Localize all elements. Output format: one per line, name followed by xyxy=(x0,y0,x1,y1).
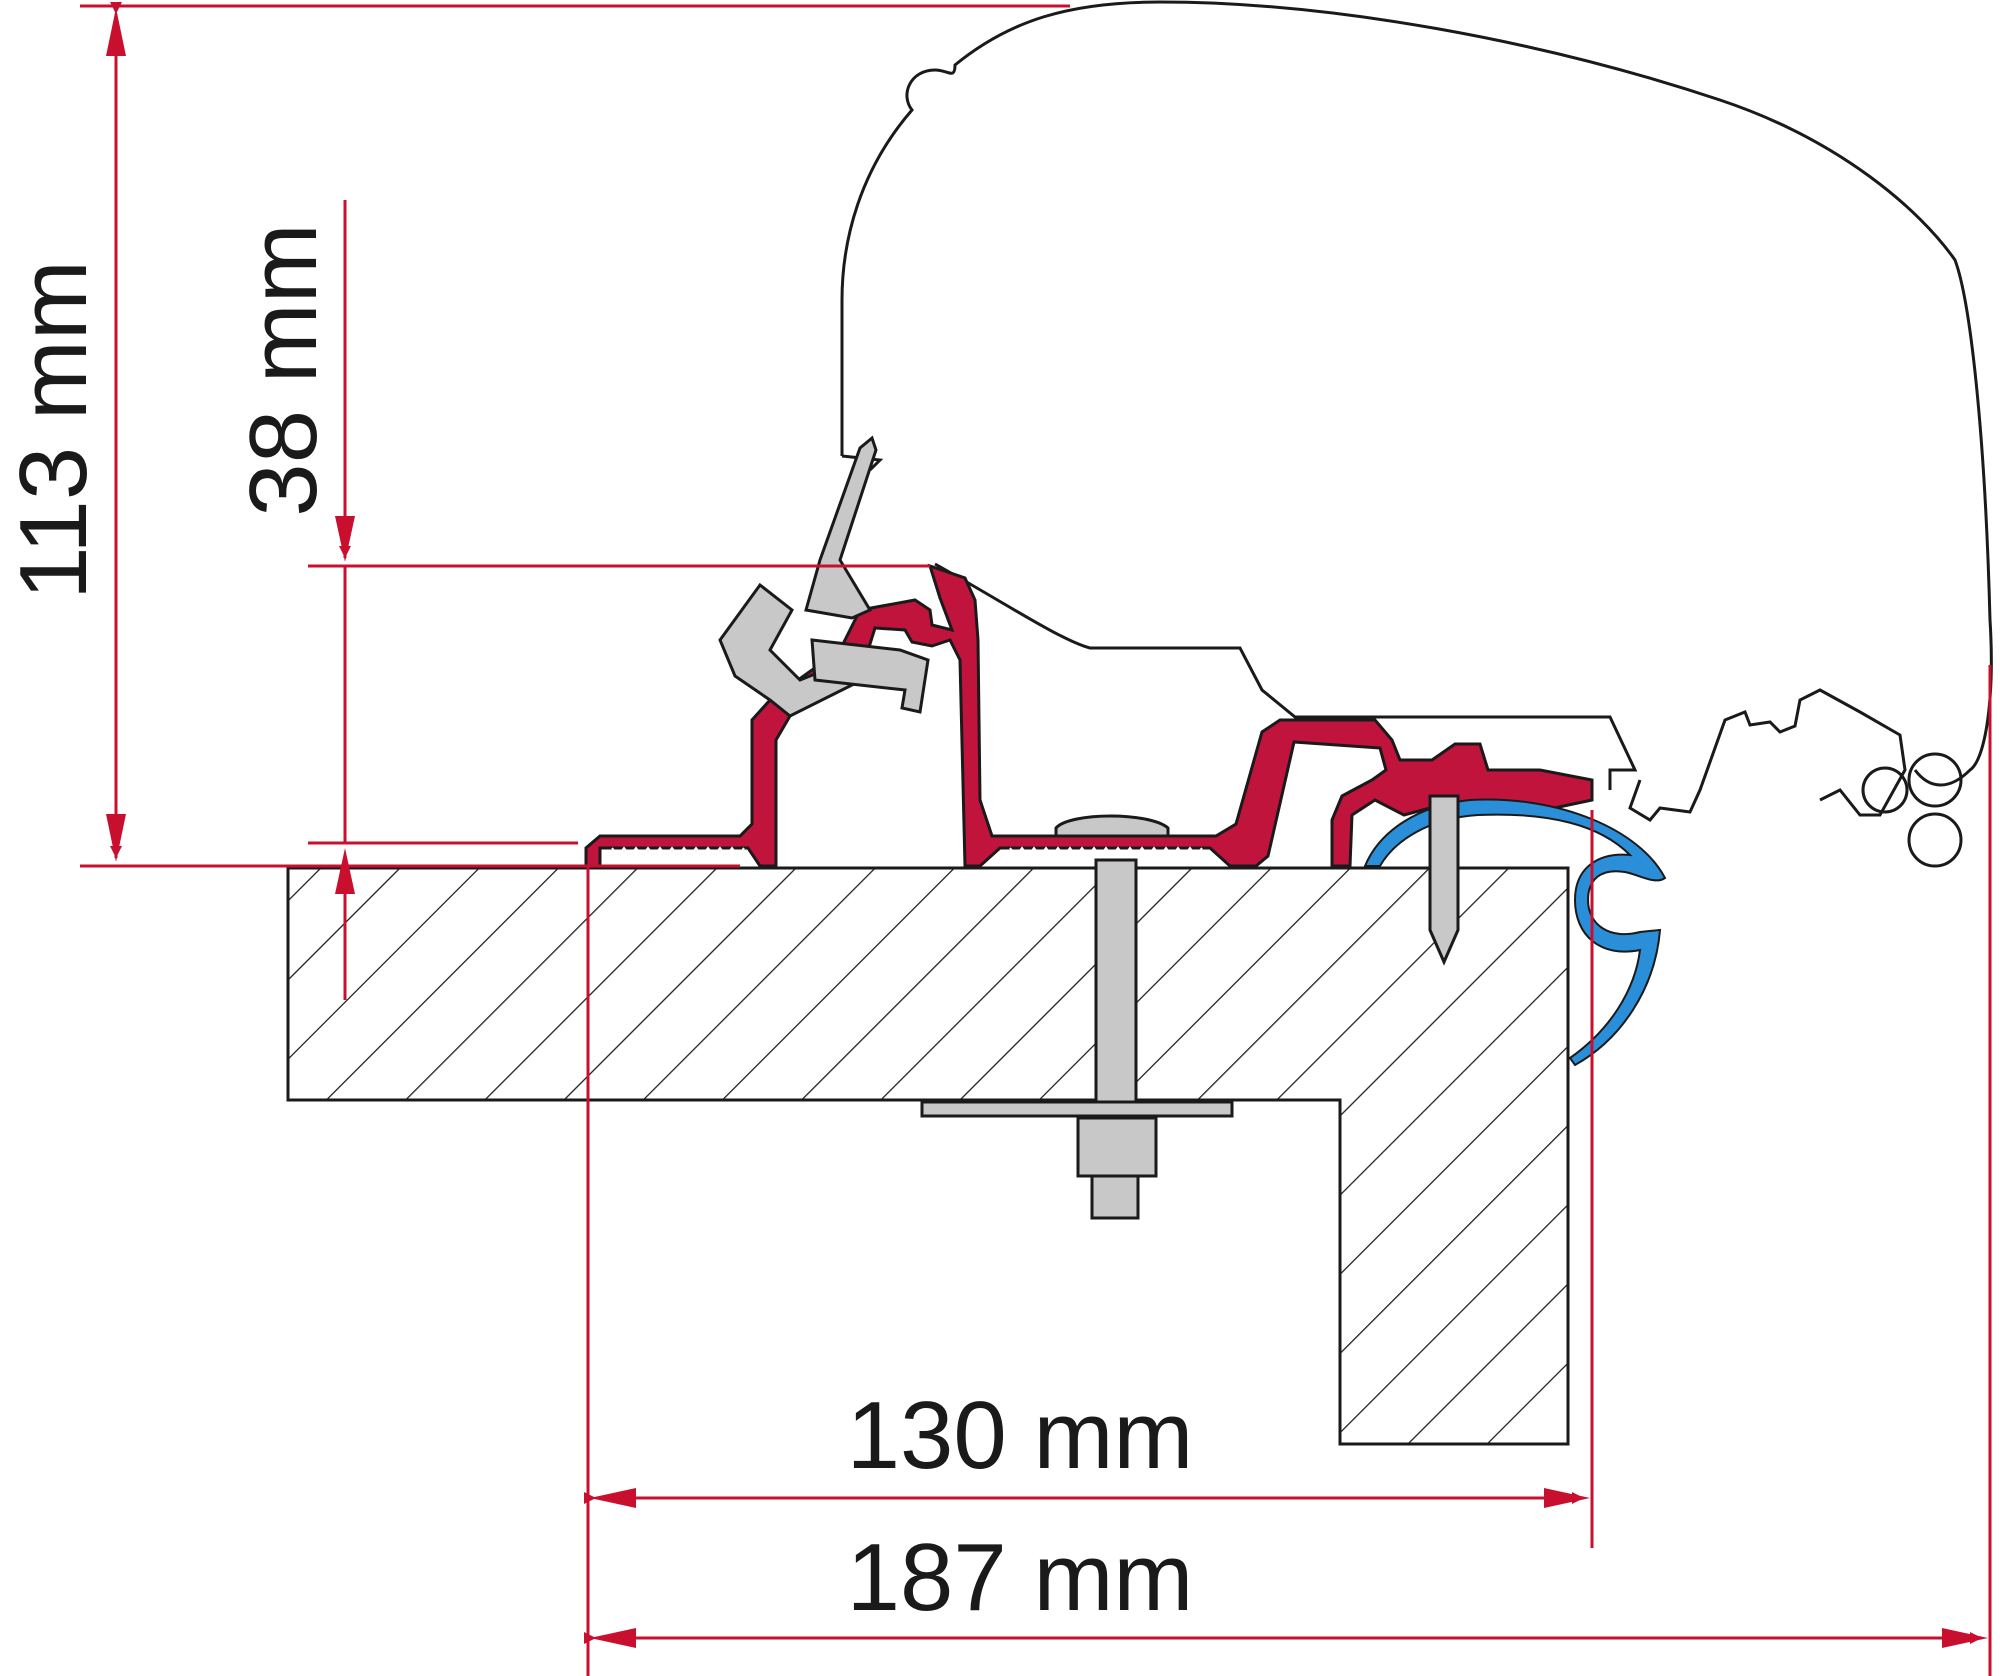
gasket-seal xyxy=(1363,798,1667,1067)
bolt-shank xyxy=(1094,858,1138,1112)
dimension-lines xyxy=(80,2,1992,1676)
awning-lead-rail xyxy=(1628,688,1907,822)
arrow-130-left xyxy=(590,1488,636,1508)
label-187mm: 187 mm xyxy=(847,1524,1194,1631)
clamp-bracket xyxy=(804,435,878,620)
rail-clip-circle-2 xyxy=(1907,752,1963,808)
arrow-187-right xyxy=(1942,1628,1988,1648)
rail-clip-circle-3 xyxy=(1907,812,1963,868)
arrow-187-left xyxy=(590,1628,636,1648)
label-113mm: 113 mm xyxy=(0,260,107,600)
arrow-130-right xyxy=(1544,1488,1590,1508)
fixing-screw xyxy=(1428,794,1460,966)
clamp-nut xyxy=(810,638,930,714)
backing-washer-plate xyxy=(920,1100,1234,1118)
arrow-113-bottom xyxy=(106,814,126,862)
arrow-38-bottom xyxy=(335,848,355,894)
label-38mm: 38 mm xyxy=(230,223,337,516)
vehicle-wall-section xyxy=(286,866,1570,1446)
label-130mm: 130 mm xyxy=(847,1382,1194,1489)
awning-cassette-outline xyxy=(840,0,1993,787)
awning-cassette-lower-profile xyxy=(841,454,1638,790)
rail-clip-circle-1 xyxy=(1861,766,1909,814)
dimension-arrowheads xyxy=(106,8,1988,1648)
bolt-tip xyxy=(1090,1174,1140,1220)
adapter-serrations-right xyxy=(1009,846,1203,858)
arrow-113-top xyxy=(106,8,126,56)
bolt-head xyxy=(1054,814,1170,838)
bolt-nut xyxy=(1076,1116,1158,1178)
arrow-38-top xyxy=(335,516,355,562)
adapter-serrations-left xyxy=(611,846,745,858)
